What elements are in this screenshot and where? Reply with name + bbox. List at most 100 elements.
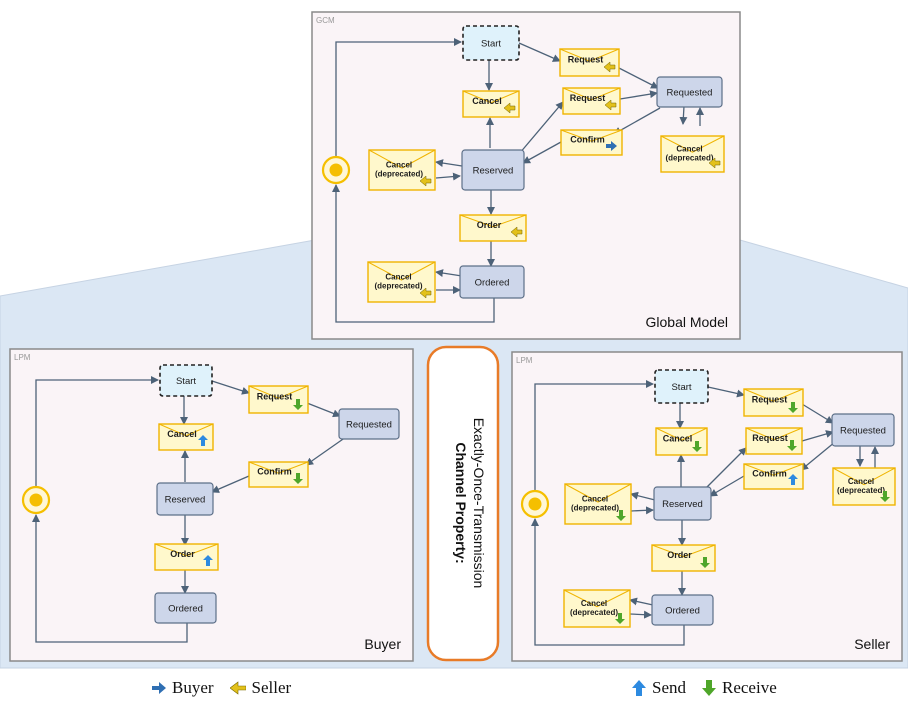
send-icon <box>203 555 213 566</box>
seller-msg-cancel[interactable]: Cancel <box>655 427 708 456</box>
receive-icon <box>692 441 702 452</box>
global-msg-confirm-label: Confirm <box>570 135 605 145</box>
legend-receive-label: Receive <box>722 678 777 697</box>
arrow-ordered-initial <box>332 184 495 323</box>
global-state-requested[interactable]: Requested <box>656 76 723 108</box>
seller-icon <box>419 287 432 299</box>
channel-title: Channel Property: <box>453 442 469 563</box>
arrow-start-request <box>211 380 250 395</box>
seller-icon <box>604 99 617 111</box>
seller-msg-cancel-deprecated-left[interactable]: Cancel(deprecated) <box>564 483 632 525</box>
seller-msg-request-2[interactable]: Request <box>745 427 803 455</box>
receive-icon <box>702 680 716 696</box>
buyer-msg-request[interactable]: Request <box>248 385 309 414</box>
arrow-requested-confirm <box>800 441 836 471</box>
arrow-reserved-request2 <box>703 447 747 491</box>
seller-state-reserved-label: Reserved <box>662 499 703 510</box>
seller-msg-cancel-label: Cancel <box>663 434 693 444</box>
buyer-state-ordered-label: Ordered <box>168 603 203 614</box>
global-msg-cancel-deprecated-bottom[interactable]: Cancel(deprecated) <box>367 261 436 303</box>
receive-icon <box>293 473 303 484</box>
buyer-state-requested-label: Requested <box>346 419 392 430</box>
arrow-initial-start <box>534 380 654 490</box>
seller-state-ordered[interactable]: Ordered <box>651 594 714 626</box>
arrow-requested-cancel-dep <box>679 105 688 125</box>
legend-roles: Buyer Seller <box>152 676 307 700</box>
arrow-requested-confirm <box>305 436 347 466</box>
global-msg-request-1-label: Request <box>568 55 604 65</box>
global-msg-request-2[interactable]: Request <box>562 87 621 115</box>
global-msg-request-1[interactable]: Request <box>559 48 620 77</box>
arrow-request-requested <box>306 402 341 418</box>
global-initial-node <box>321 155 351 185</box>
global-msg-cancel-label: Cancel <box>472 96 502 106</box>
seller-msg-cancel-deprecated-bottom[interactable]: Cancel(deprecated) <box>563 589 631 628</box>
seller-state-start-label: Start <box>671 382 691 393</box>
buyer-state-reserved-label: Reserved <box>165 494 206 505</box>
buyer-state-start-label: Start <box>176 376 196 387</box>
receive-icon <box>616 510 626 521</box>
global-msg-confirm[interactable]: Confirm <box>560 129 623 156</box>
seller-state-start[interactable]: Start <box>654 369 709 404</box>
global-msg-cancel-deprecated-left-label: Cancel(deprecated) <box>375 160 423 178</box>
global-msg-cancel-deprecated-left[interactable]: Cancel(deprecated) <box>368 149 436 191</box>
arrow-reserved-request2 <box>518 101 564 155</box>
seller-icon <box>419 175 432 187</box>
channel-property-box: Channel Property:Exactly-Once-Transmissi… <box>426 345 500 662</box>
global-state-reserved[interactable]: Reserved <box>461 149 525 191</box>
seller-msg-request-1[interactable]: Request <box>743 388 804 417</box>
arrow-confirm-reserved <box>522 141 562 164</box>
seller-model-panel-tag: LPM <box>516 356 533 365</box>
arrow-start-request <box>518 42 561 62</box>
global-msg-cancel[interactable]: Cancel <box>462 90 520 118</box>
receive-icon <box>293 399 303 410</box>
legend-buyer-label: Buyer <box>172 678 214 697</box>
buyer-state-start[interactable]: Start <box>159 364 213 397</box>
buyer-state-reserved[interactable]: Reserved <box>156 482 214 516</box>
global-state-reserved-label: Reserved <box>473 165 514 176</box>
global-state-ordered-label: Ordered <box>475 277 510 288</box>
seller-msg-cancel-deprecated-bottom-label: Cancel(deprecated) <box>570 599 618 617</box>
channel-subtitle: Exactly-Once-Transmission <box>471 418 487 589</box>
seller-msg-cancel-deprecated-right[interactable]: Cancel(deprecated) <box>832 467 896 506</box>
legend-directions: Send Receive <box>632 676 793 700</box>
buyer-msg-cancel[interactable]: Cancel <box>158 423 214 451</box>
seller-msg-order-label: Order <box>667 550 692 560</box>
global-msg-cancel-deprecated-right[interactable]: Cancel(deprecated) <box>660 135 725 173</box>
global-state-ordered[interactable]: Ordered <box>459 265 525 299</box>
arrow-cancel-dep-reserved <box>630 506 654 515</box>
arrow-reserved-cancel-dep <box>630 491 656 501</box>
send-icon <box>632 680 646 696</box>
buyer-msg-order[interactable]: Order <box>154 543 219 571</box>
receive-icon <box>615 613 625 624</box>
seller-msg-order[interactable]: Order <box>651 544 716 572</box>
seller-arrow-icon <box>229 681 246 695</box>
arrow-reserved-cancel-dep <box>435 159 463 168</box>
global-state-start[interactable]: Start <box>462 25 520 61</box>
seller-state-requested-label: Requested <box>840 425 886 436</box>
buyer-state-requested[interactable]: Requested <box>338 408 400 440</box>
global-msg-order[interactable]: Order <box>459 214 527 242</box>
buyer-arrow-icon <box>152 682 166 694</box>
buyer-msg-confirm[interactable]: Confirm <box>248 461 309 488</box>
seller-icon <box>708 157 721 169</box>
buyer-msg-cancel-label: Cancel <box>167 429 197 439</box>
seller-model-panel-label: Seller <box>854 636 890 652</box>
buyer-model-panel-label: Buyer <box>364 636 401 652</box>
seller-icon <box>503 102 516 114</box>
seller-state-requested[interactable]: Requested <box>831 413 895 447</box>
seller-state-reserved[interactable]: Reserved <box>653 486 712 521</box>
seller-msg-confirm[interactable]: Confirm <box>743 463 804 490</box>
seller-msg-cancel-deprecated-left-label: Cancel(deprecated) <box>571 494 619 512</box>
seller-msg-request-2-label: Request <box>752 433 788 443</box>
arrow-confirm-reserved <box>211 475 250 493</box>
seller-msg-cancel-deprecated-right-label: Cancel(deprecated) <box>837 477 885 495</box>
arrow-request-requested <box>801 403 834 424</box>
global-state-requested-label: Requested <box>667 87 713 98</box>
buyer-initial-node <box>21 485 51 515</box>
receive-icon <box>700 557 710 568</box>
buyer-state-ordered[interactable]: Ordered <box>154 592 217 624</box>
buyer-icon <box>606 141 617 151</box>
send-icon <box>198 435 208 446</box>
